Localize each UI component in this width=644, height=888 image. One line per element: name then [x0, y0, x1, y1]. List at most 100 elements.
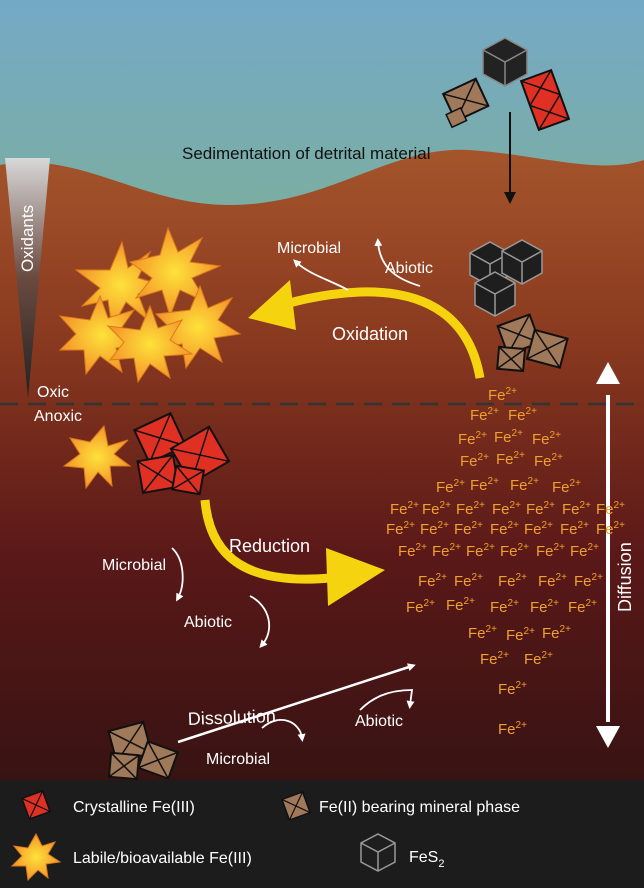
legend-fe2-mineral-icon [280, 790, 312, 822]
microbial-top-arrow [293, 259, 349, 291]
fe2-ion-base: Fe [390, 501, 408, 518]
fe2-ion-charge: 2+ [488, 476, 500, 487]
legend-fe2-mineral-label: Fe(II) bearing mineral phase [319, 799, 520, 816]
fe2-ion-label: Fe2+ [490, 520, 519, 538]
fe2-ion-label: Fe2+ [492, 500, 521, 518]
fe2-ion-base: Fe [406, 599, 424, 616]
fe2-ion-label: Fe2+ [596, 520, 625, 538]
fe2-ion-label: Fe2+ [526, 500, 555, 518]
fe2-ion-label: Fe2+ [456, 500, 485, 518]
fe2-ion-base: Fe [542, 625, 560, 642]
fe2-ion-charge: 2+ [524, 626, 536, 637]
legend-crystalline-icon [20, 789, 52, 821]
fe2-ion-label: Fe2+ [454, 520, 483, 538]
fe2-ion-base: Fe [498, 573, 516, 590]
fe2-ion-base: Fe [436, 479, 454, 496]
fe2-ion-base: Fe [498, 721, 516, 738]
fe2-ion-base: Fe [532, 431, 550, 448]
fe2-ion-base: Fe [524, 521, 542, 538]
fe2-ion-charge: 2+ [516, 720, 528, 731]
fe2-ion-label: Fe2+ [490, 598, 519, 616]
fe2-ion-base: Fe [562, 501, 580, 518]
fe2-ion-label: Fe2+ [534, 452, 563, 470]
fe2-ion-charge: 2+ [528, 476, 540, 487]
fe2-ion-charge: 2+ [508, 520, 520, 531]
fe2-ion-base: Fe [458, 431, 476, 448]
fe2-ion-charge: 2+ [556, 572, 568, 583]
fe2-ion-charge: 2+ [440, 500, 452, 511]
fe2-ion-charge: 2+ [588, 542, 600, 553]
fe2-ion-base: Fe [508, 407, 526, 424]
fe2-ion-base: Fe [536, 543, 554, 560]
fe2-ion-charge: 2+ [570, 478, 582, 489]
fe2-ion-label: Fe2+ [532, 430, 561, 448]
fe2-ion-label: Fe2+ [420, 520, 449, 538]
fe2-ion-base: Fe [524, 651, 542, 668]
fe2-ion-base: Fe [560, 521, 578, 538]
fe2-ion-charge: 2+ [512, 428, 524, 439]
fe2-ion-label: Fe2+ [498, 680, 527, 698]
fe2-ion-label: Fe2+ [454, 572, 483, 590]
fe2-ion-label: Fe2+ [488, 386, 517, 404]
legend-labile-icon [10, 832, 62, 882]
reduction-label: Reduction [229, 536, 310, 556]
fe2-ion-label: Fe2+ [436, 478, 465, 496]
fe2-ion-charge: 2+ [436, 572, 448, 583]
abiotic-top-arrow [374, 238, 421, 287]
fe2-ion-label: Fe2+ [568, 598, 597, 616]
fe2-ion-base: Fe [468, 625, 486, 642]
abiotic-bottom-arrow [359, 689, 415, 711]
fe2-ion-charge: 2+ [424, 598, 436, 609]
fe2-ion-charge: 2+ [552, 452, 564, 463]
fe2-ion-base: Fe [418, 573, 436, 590]
fe2-ion-label: Fe2+ [390, 500, 419, 518]
dissolution-label: Dissolution [187, 706, 276, 729]
fe2-ion-charge: 2+ [554, 542, 566, 553]
fe2-ion-base: Fe [460, 453, 478, 470]
fe2-ion-label: Fe2+ [596, 500, 625, 518]
fe2-ion-charge: 2+ [472, 520, 484, 531]
fe2-ion-label: Fe2+ [446, 596, 475, 614]
microbial-bottom-arrow [261, 719, 306, 742]
fe2-ion-charge: 2+ [518, 542, 530, 553]
fe2-ion-charge: 2+ [614, 500, 626, 511]
fe2-ion-base: Fe [490, 521, 508, 538]
anoxic-label: Anoxic [34, 408, 82, 425]
fe2-ion-label: Fe2+ [460, 452, 489, 470]
fe2-minerals-settled [496, 313, 569, 373]
fe2-ion-base: Fe [490, 599, 508, 616]
fe2-ion-base: Fe [570, 543, 588, 560]
fe2-ion-charge: 2+ [548, 598, 560, 609]
crystalline-fe3-falling [519, 68, 571, 132]
fe2-ion-base: Fe [420, 521, 438, 538]
fe2-ion-label: Fe2+ [422, 500, 451, 518]
legend-background [0, 780, 644, 888]
fe2-ion-charge: 2+ [592, 572, 604, 583]
fe2-ion-label: Fe2+ [530, 598, 559, 616]
fe2-ion-cloud: Fe2+Fe2+Fe2+Fe2+Fe2+Fe2+Fe2+Fe2+Fe2+Fe2+… [386, 386, 625, 738]
legend-labile-label: Labile/bioavailable Fe(III) [73, 850, 252, 867]
oxic-label: Oxic [37, 384, 69, 401]
oxidants-gradient-wedge [5, 158, 50, 398]
fe2-ion-charge: 2+ [544, 500, 556, 511]
fe2-ion-charge: 2+ [506, 386, 518, 397]
reduction-arrow [200, 499, 331, 584]
fe2-ion-label: Fe2+ [498, 572, 527, 590]
oxidation-label: Oxidation [332, 324, 408, 344]
labile-fe3-cluster [58, 226, 242, 384]
fe2-ion-charge: 2+ [542, 650, 554, 661]
fe2-ion-label: Fe2+ [468, 624, 497, 642]
oxidants-label: Oxidants [18, 205, 37, 272]
fe2-ion-charge: 2+ [510, 500, 522, 511]
fe2-ion-charge: 2+ [498, 650, 510, 661]
fe2-ion-base: Fe [488, 387, 506, 404]
fe2-ion-base: Fe [496, 451, 514, 468]
fe2-ion-charge: 2+ [464, 596, 476, 607]
fe2-ion-label: Fe2+ [470, 406, 499, 424]
microbial-bottom-label: Microbial [206, 751, 270, 768]
fe2-ion-label: Fe2+ [418, 572, 447, 590]
fe2-ion-label: Fe2+ [386, 520, 415, 538]
fe2-ion-base: Fe [480, 651, 498, 668]
